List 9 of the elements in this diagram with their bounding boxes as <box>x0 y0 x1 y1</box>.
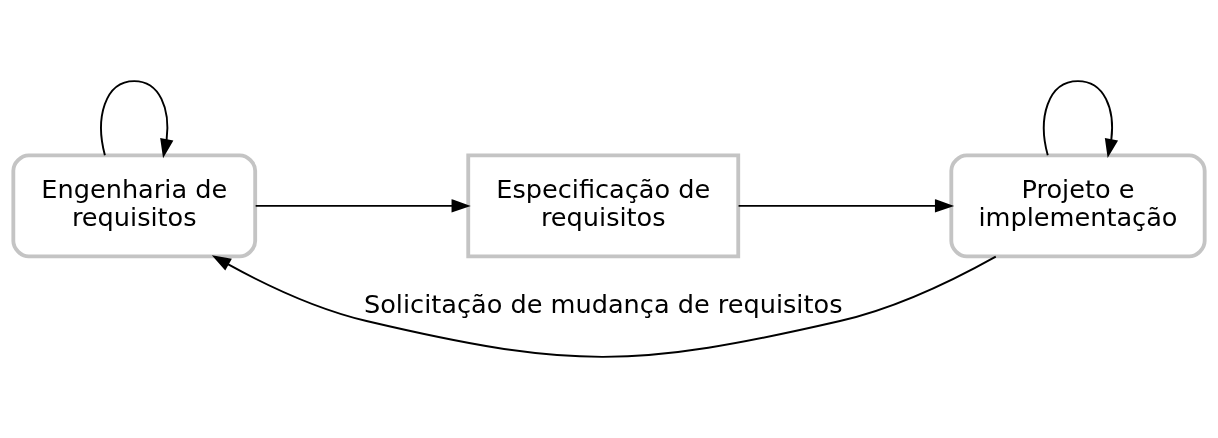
arrow <box>737 199 955 213</box>
edge-label: Solicitação de mudança de requisitos <box>363 289 843 320</box>
arrow <box>100 80 174 159</box>
node-box: Engenharia de requisitos <box>11 153 258 259</box>
arrow <box>211 255 997 358</box>
node-box: Especificação de requisitos <box>466 153 741 259</box>
node-box: Projeto e implementação <box>949 153 1207 259</box>
arrow <box>1042 80 1119 159</box>
arrow <box>254 199 471 213</box>
